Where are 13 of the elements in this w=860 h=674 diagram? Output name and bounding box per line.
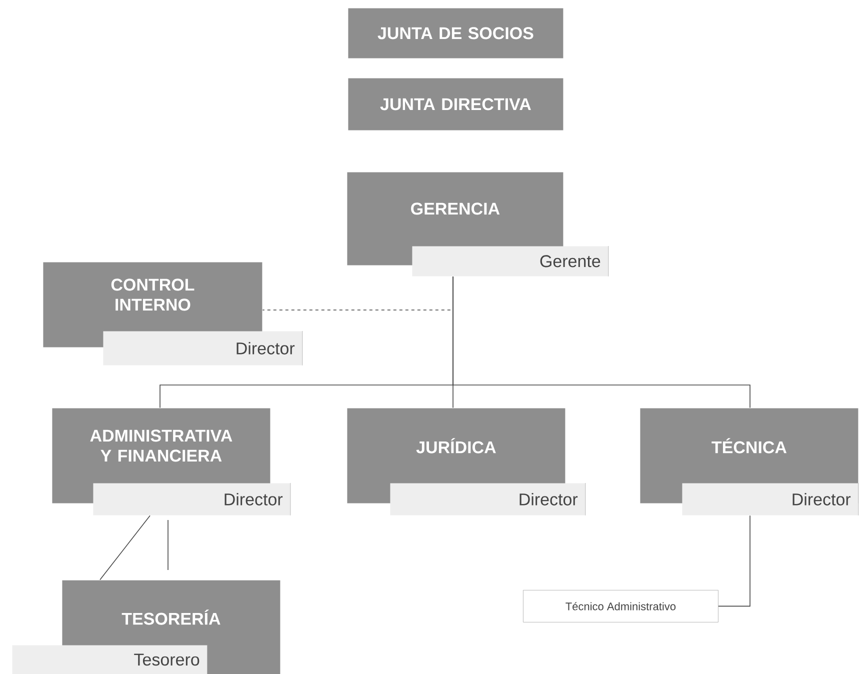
connector-line xyxy=(718,515,750,607)
department-box: TESORERÍA Tesorero xyxy=(12,580,280,674)
department-box: GERENCIA Gerente xyxy=(347,172,609,277)
department-box: ADMINISTRATIVA Y FINANCIERA Director xyxy=(52,408,291,516)
department-box: CONTROL INTERNO Director xyxy=(43,262,303,366)
department-box: JUNTA DIRECTIVA xyxy=(348,78,564,130)
job-box: Técnico Administrativo xyxy=(523,590,718,622)
department-box: TÉCNICA Director xyxy=(640,408,859,516)
department-box: JUNTA DE SOCIOS xyxy=(348,8,564,58)
connector-line xyxy=(452,276,750,408)
node-label: Director xyxy=(236,342,295,354)
connector-line xyxy=(100,515,150,580)
department-box: JURÍDICA Director xyxy=(347,408,586,516)
